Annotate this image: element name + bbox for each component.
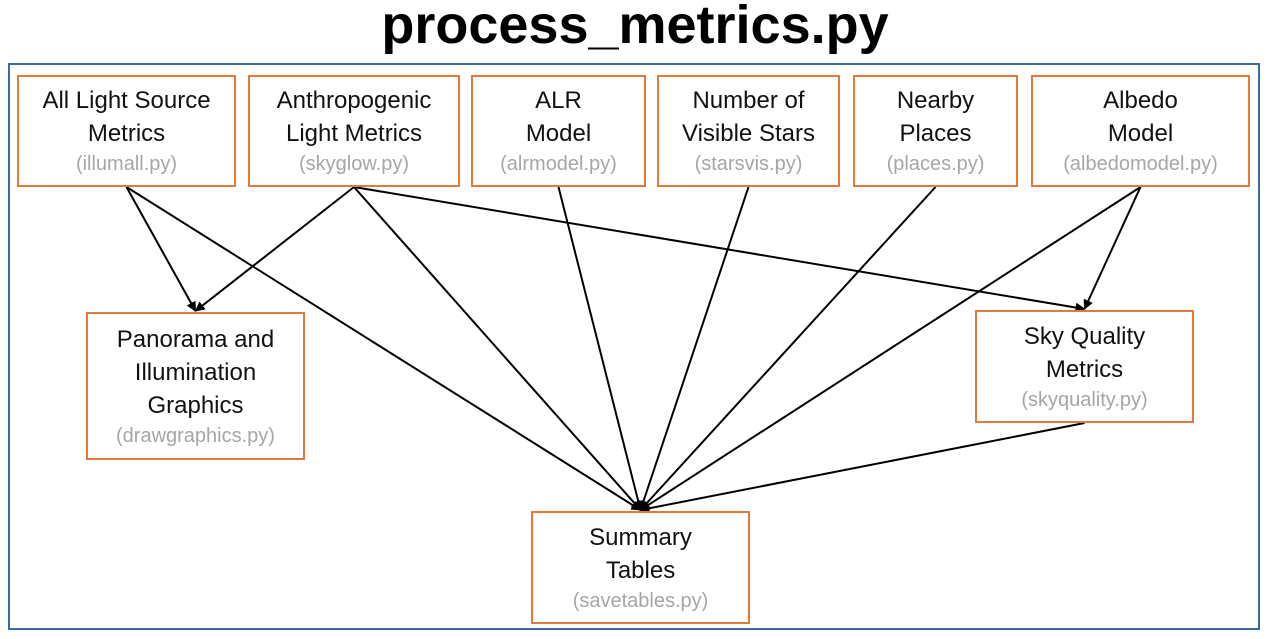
- node-skyglow: Anthropogenic Light Metrics (skyglow.py): [248, 75, 460, 187]
- diagram-title: process_metrics.py: [381, 0, 889, 55]
- node-label-line2: Metrics: [1045, 355, 1124, 383]
- node-alrmodel: ALR Model (alrmodel.py): [471, 75, 646, 187]
- edge-skyglow-to-drawgraphics: [194, 186, 355, 312]
- node-label-line2: Tables: [605, 556, 676, 584]
- edge-starsvis-to-savetables: [638, 186, 750, 511]
- node-starsvis: Number of Visible Stars (starsvis.py): [657, 75, 840, 187]
- node-filename: (illumall.py): [75, 153, 178, 175]
- node-label-line2: Places: [899, 120, 972, 147]
- node-label-line3: Graphics: [147, 391, 244, 419]
- node-label-line1: Albedo: [1103, 87, 1178, 114]
- node-label-line1: Number of: [692, 87, 805, 114]
- node-drawgraphics: Panorama and Illumination Graphics (draw…: [86, 312, 305, 460]
- edge-skyquality-to-savetables: [639, 422, 1085, 514]
- node-illumall: All Light Source Metrics (illumall.py): [17, 75, 236, 187]
- edge-skyglow-to-skyquality: [353, 186, 1086, 313]
- edge-places-to-savetables: [639, 186, 937, 511]
- node-label-line1: All Light Source: [42, 87, 211, 114]
- node-filename: (skyglow.py): [298, 153, 410, 175]
- node-label-line1: Anthropogenic: [276, 87, 432, 114]
- node-skyquality: Sky Quality Metrics (skyquality.py): [975, 310, 1194, 423]
- node-filename: (skyquality.py): [1021, 388, 1148, 411]
- node-label-line1: Summary: [589, 523, 692, 551]
- edge-skyglow-to-savetables: [353, 186, 642, 511]
- node-label-line1: Sky Quality: [1023, 322, 1146, 350]
- node-label-line2: Metrics: [87, 120, 166, 147]
- node-filename: (drawgraphics.py): [116, 424, 275, 447]
- node-albedomodel: Albedo Model (albedomodel.py): [1031, 75, 1250, 187]
- node-label-line2: Light Metrics: [285, 120, 423, 147]
- edge-alrmodel-to-savetables: [557, 186, 644, 511]
- node-filename: (alrmodel.py): [500, 153, 617, 175]
- node-label-line1: ALR: [535, 87, 582, 114]
- node-label-line1: Panorama and: [116, 325, 275, 353]
- node-label-line2: Visible Stars: [682, 120, 815, 147]
- node-filename: (albedomodel.py): [1063, 153, 1218, 175]
- diagram-frame: [8, 63, 1260, 630]
- edge-albedomodel-to-savetables: [639, 186, 1142, 511]
- node-label-line2: Model: [525, 120, 592, 147]
- node-label-line1: Nearby: [896, 87, 975, 114]
- node-savetables: Summary Tables (savetables.py): [531, 511, 750, 624]
- edge-albedomodel-to-skyquality: [1083, 186, 1142, 310]
- node-label-line2: Illumination: [134, 358, 257, 386]
- node-label-line2: Model: [1107, 120, 1174, 147]
- node-filename: (savetables.py): [572, 589, 709, 612]
- node-places: Nearby Places (places.py): [853, 75, 1018, 187]
- edge-illumall-to-drawgraphics: [125, 186, 197, 312]
- node-filename: (places.py): [886, 153, 985, 175]
- edge-illumall-to-savetables: [125, 186, 642, 511]
- node-filename: (starsvis.py): [694, 153, 803, 175]
